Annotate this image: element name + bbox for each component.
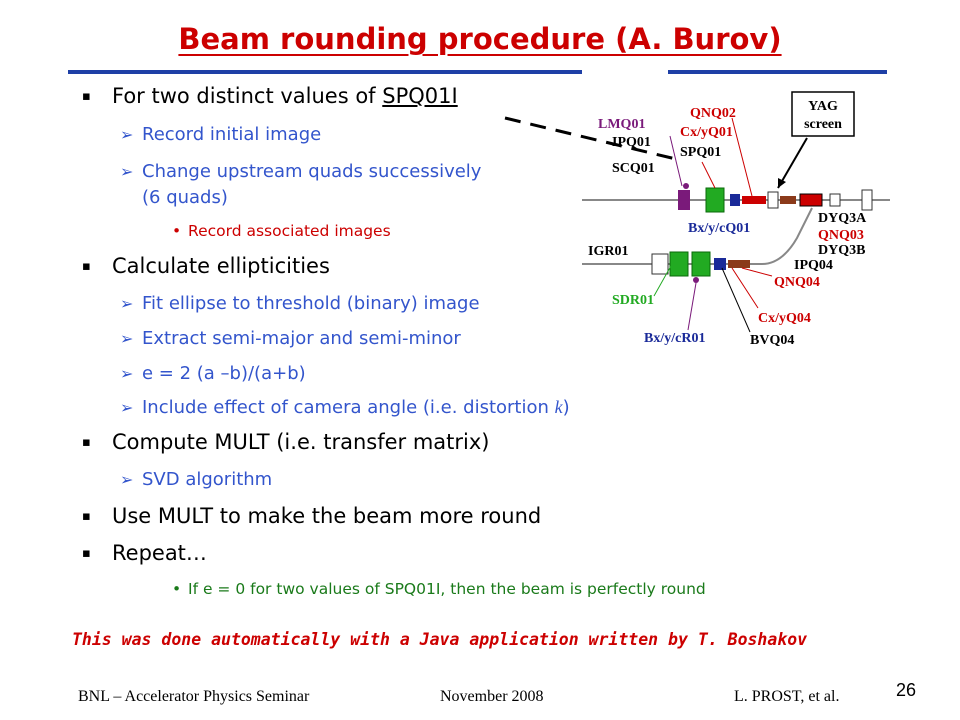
label-bxycq01: Bx/y/cQ01 xyxy=(688,221,750,236)
bvq04-leader xyxy=(721,267,751,333)
label-dyq3a: DYQ3A xyxy=(818,211,867,226)
square-bullet-icon: ▪ xyxy=(82,546,91,561)
label-ipq01: IPQ01 xyxy=(612,135,651,150)
igr01-element xyxy=(651,253,669,275)
arrow-bullet-icon: ➢ xyxy=(120,470,134,489)
qnq02-leader xyxy=(731,117,753,197)
label-cxyq04: Cx/yQ04 xyxy=(758,311,811,326)
arrow-bullet-icon: ➢ xyxy=(120,398,134,417)
bullet-repeat: ▪Repeat… xyxy=(82,541,207,565)
label-dyq3b: DYQ3B xyxy=(818,243,865,258)
dot-bullet-icon: • xyxy=(172,222,182,240)
label-spq01: SPQ01 xyxy=(680,145,721,160)
beamline-diagram: YAG screen LMQ01 QNQ02 Cx/yQ01 IPQ01 SPQ… xyxy=(582,91,890,348)
yag-arrow xyxy=(777,137,808,189)
blue-element xyxy=(730,194,740,206)
label-bxycr01: Bx/y/cR01 xyxy=(644,331,705,346)
square-bullet-icon: ▪ xyxy=(82,509,91,524)
title-rule xyxy=(68,70,887,74)
footer-center: November 2008 xyxy=(440,688,544,705)
sub-change-quads: ➢Change upstream quads successively xyxy=(120,161,482,182)
sdr01-quad xyxy=(669,251,689,277)
yag-arrow-head xyxy=(778,178,786,188)
label-qnq03: QNQ03 xyxy=(818,228,864,243)
blue-element-2 xyxy=(714,258,726,270)
spq01-quad xyxy=(705,187,725,213)
automation-note: This was done automatically with a Java … xyxy=(72,630,808,649)
label-sdr01: SDR01 xyxy=(612,293,654,308)
detail-associated-images: •Record associated images xyxy=(172,222,391,240)
lmq01-element xyxy=(678,190,690,210)
footer-right: L. PROST, et al. xyxy=(734,688,840,705)
yag-screen-element xyxy=(767,191,779,209)
label-qnq04: QNQ04 xyxy=(774,275,820,290)
sub-svd: ➢SVD algorithm xyxy=(120,469,273,490)
bullet-ellipticities: ▪Calculate ellipticities xyxy=(82,254,330,278)
lmq01-leader xyxy=(669,135,683,187)
flange xyxy=(829,193,841,207)
dyq3a-element xyxy=(780,196,796,204)
label-ipq04: IPQ04 xyxy=(794,258,833,273)
bullet-use-mult: ▪Use MULT to make the beam more round xyxy=(82,504,542,528)
sdr01-quad-2 xyxy=(691,251,711,277)
bxycr01-leader xyxy=(687,282,697,331)
sub-formula: ➢e = 2 (a –b)/(a+b) xyxy=(120,363,306,384)
bend-pipe xyxy=(761,207,813,265)
detail-perfectly-round: •If e = 0 for two values of SPQ01I, then… xyxy=(172,580,706,598)
ipq04-element xyxy=(728,260,750,268)
label-qnq02: QNQ02 xyxy=(690,106,736,121)
cx-leader xyxy=(701,161,716,189)
sdr01-leader xyxy=(653,263,673,297)
spq01i-underlined: SPQ01I xyxy=(382,84,458,108)
dot-bullet-icon: • xyxy=(172,580,182,598)
square-bullet-icon: ▪ xyxy=(82,435,91,450)
label-bvq04: BVQ04 xyxy=(750,333,794,348)
bxycr01-marker xyxy=(693,277,699,283)
page-number: 26 xyxy=(896,680,917,700)
yag-screen-box xyxy=(791,91,855,137)
yag-label-line1: YAG xyxy=(808,99,838,114)
label-scq01: SCQ01 xyxy=(612,161,655,176)
arrow-bullet-icon: ➢ xyxy=(120,294,134,313)
arrow-bullet-icon: ➢ xyxy=(120,329,134,348)
label-igr01: IGR01 xyxy=(588,244,628,259)
arrow-bullet-icon: ➢ xyxy=(120,162,134,181)
qnq02-element xyxy=(742,196,766,204)
sub-camera-angle: ➢Include effect of camera angle (i.e. di… xyxy=(120,397,570,418)
ipq01-marker xyxy=(683,183,689,189)
qnq04-leader xyxy=(741,267,773,277)
arrow-bullet-icon: ➢ xyxy=(120,364,134,383)
label-cxyq01: Cx/yQ01 xyxy=(680,125,733,140)
bpm-red-box xyxy=(799,193,823,207)
bullet-compute-mult: ▪Compute MULT (i.e. transfer matrix) xyxy=(82,430,490,454)
rule-gap xyxy=(582,66,668,76)
square-bullet-icon: ▪ xyxy=(82,89,91,104)
yag-label-line2: screen xyxy=(804,117,842,132)
sub-record-initial: ➢Record initial image xyxy=(120,124,322,145)
footer-left: BNL – Accelerator Physics Seminar xyxy=(78,688,310,705)
sub-change-quads-cont: (6 quads) xyxy=(142,187,228,208)
sub-extract-axes: ➢Extract semi-major and semi-minor xyxy=(120,328,461,349)
bullet-two-values: ▪For two distinct values of SPQ01I xyxy=(82,84,458,108)
end-flange xyxy=(861,189,873,211)
sub-fit-ellipse: ➢Fit ellipse to threshold (binary) image xyxy=(120,293,480,314)
square-bullet-icon: ▪ xyxy=(82,259,91,274)
slide-title: Beam rounding procedure (A. Burov) xyxy=(178,22,782,56)
cxyq04-leader xyxy=(731,267,759,309)
label-lmq01: LMQ01 xyxy=(598,117,645,132)
arrow-bullet-icon: ➢ xyxy=(120,125,134,144)
